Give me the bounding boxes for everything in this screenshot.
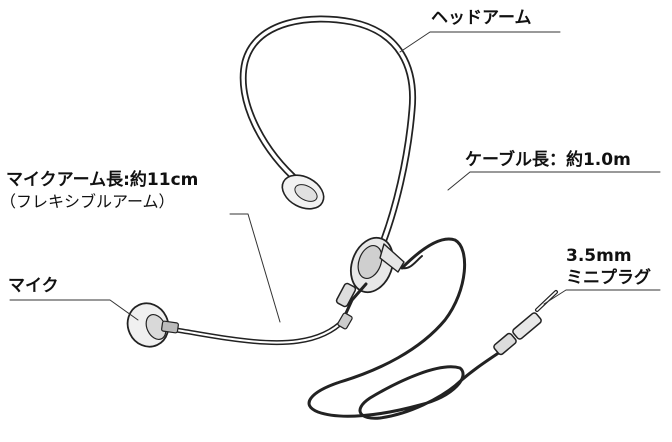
mini-plug — [493, 290, 558, 356]
leader-plug — [543, 289, 661, 305]
leader-mic-arm — [229, 213, 281, 323]
mic-boom-arm — [173, 282, 368, 346]
leader-mic — [9, 299, 139, 321]
label-head-arm: ヘッドアーム — [431, 8, 532, 28]
leader-head-arm — [399, 31, 561, 53]
leader-cable — [447, 171, 661, 191]
cable — [307, 237, 502, 420]
label-cable-length: ケーブル長：約1.0m — [465, 150, 631, 170]
speaker-housing — [350, 236, 405, 294]
headband — [239, 15, 417, 254]
label-mic: マイク — [8, 276, 59, 296]
label-mic-arm-length: マイクアーム長:約11cm — [6, 170, 199, 190]
label-mic-arm-note: （フレキシブルアーム） — [0, 192, 175, 211]
label-plug-size: 3.5mm — [566, 246, 632, 266]
microphone-capsule — [126, 302, 179, 348]
label-plug-type: ミニプラグ — [566, 268, 651, 288]
